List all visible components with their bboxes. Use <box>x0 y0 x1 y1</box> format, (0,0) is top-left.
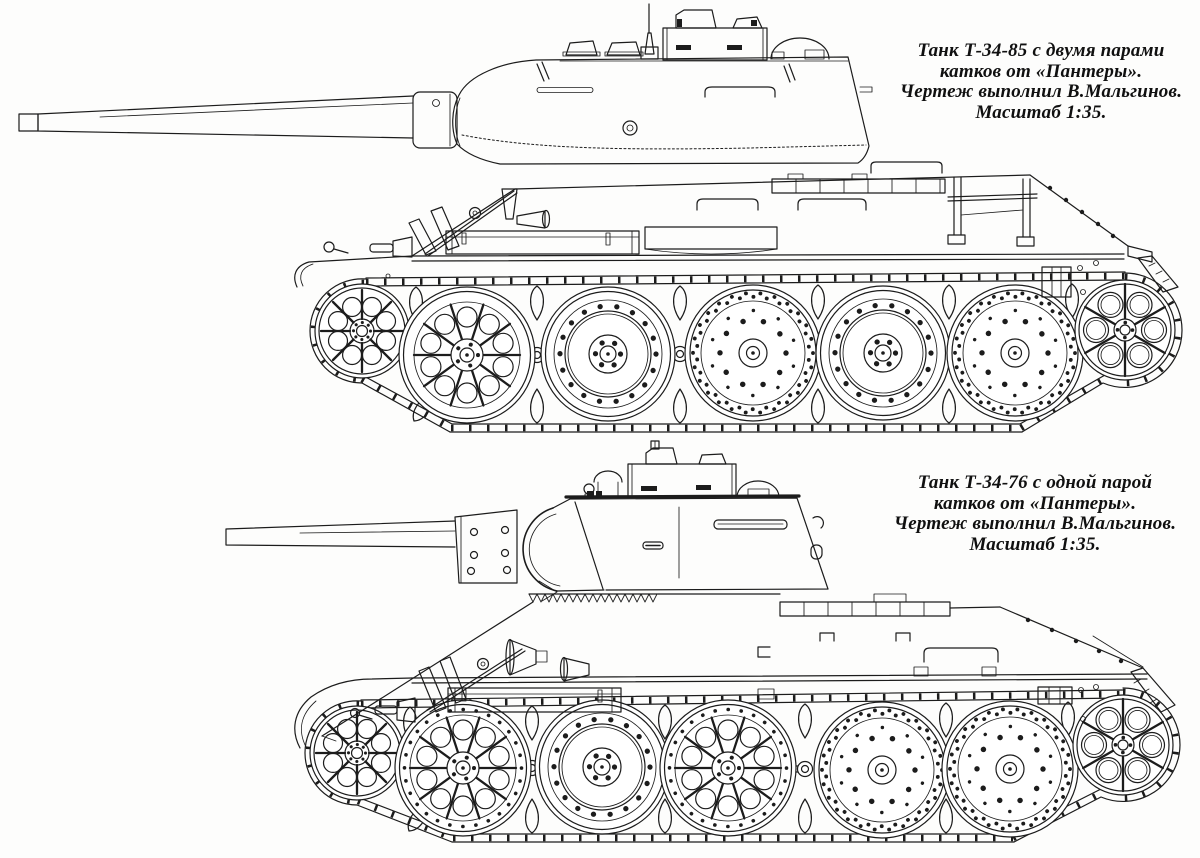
t34-85-drawing <box>18 3 1183 433</box>
splash-guard-zigzag <box>528 593 658 603</box>
caption-t34-85: Танк Т-34-85 с двумя парами катков от «П… <box>885 40 1197 123</box>
handrail <box>923 647 999 663</box>
handrail <box>870 161 943 174</box>
caption-line: Чертеж выполнил В.Мальгинов. <box>893 513 1177 534</box>
turret-t34-76 <box>552 440 829 591</box>
pistol-port <box>622 120 638 136</box>
stowage-bin <box>447 687 622 713</box>
cast-mantlet-dome <box>522 507 558 592</box>
ventilator-mushroom <box>593 470 623 483</box>
lifting-hooks <box>536 61 796 83</box>
mantlet-bolt-plate <box>454 509 518 584</box>
caption-line: Масштаб 1:35. <box>969 533 1101 555</box>
gun-t34-76 <box>225 507 605 602</box>
turret-hatch <box>645 447 678 465</box>
ventilator-dome <box>770 37 830 60</box>
handrail <box>797 198 867 211</box>
hull-t34-76 <box>294 593 1176 749</box>
drive-sprocket <box>1071 693 1175 797</box>
road-wheel-panther <box>535 700 669 834</box>
caption-t34-76: Танк Т-34-76 с одной парой катков от «Па… <box>870 472 1200 555</box>
periscope <box>565 40 598 56</box>
commander-cupola <box>662 27 768 61</box>
road-wheel-spider <box>397 285 537 425</box>
turret-hatch-block <box>627 463 737 498</box>
handrail <box>696 198 759 211</box>
caption-line: Танк Т-34-85 с двумя парами <box>917 40 1165 61</box>
road-wheel-panther <box>816 286 950 420</box>
road-wheel-spider <box>660 700 796 836</box>
road-wheel-perforated <box>814 702 950 838</box>
caption-line: Масштаб 1:35. <box>975 101 1107 123</box>
turret-handle-slot <box>713 519 788 530</box>
cupola-hatch <box>675 9 717 29</box>
stowage-bin <box>445 230 640 255</box>
drive-sprocket <box>1073 278 1177 382</box>
rear-stowage-rack <box>947 176 1038 247</box>
deck-grille <box>779 601 951 617</box>
road-wheel-perforated <box>942 701 1078 837</box>
caption-line: катков от «Пантеры». <box>939 60 1143 82</box>
gun-t34-85 <box>18 91 458 149</box>
road-wheel-perforated <box>947 285 1083 421</box>
t34-76-drawing <box>225 440 1181 843</box>
caption-line: Чертеж выполнил В.Мальгинов. <box>899 81 1183 102</box>
muzzle <box>18 113 39 132</box>
turret-handrail <box>704 86 776 98</box>
road-wheel-panther <box>541 287 675 421</box>
hull-t34-85 <box>294 161 1179 298</box>
caption-line: Танк Т-34-76 с одной парой <box>917 472 1153 493</box>
vision-slit <box>536 87 594 93</box>
ventilator-dome <box>736 480 780 498</box>
gun-mantlet <box>412 91 458 149</box>
periscope <box>698 453 727 465</box>
idler-wheel <box>313 282 411 380</box>
stowage-bin <box>644 226 778 250</box>
turret-t34-85 <box>452 3 873 165</box>
road-wheel-perforated <box>685 285 821 421</box>
idler-wheel <box>308 704 406 802</box>
caption-line: катков от «Пантеры». <box>933 492 1137 514</box>
periscope <box>606 41 641 56</box>
